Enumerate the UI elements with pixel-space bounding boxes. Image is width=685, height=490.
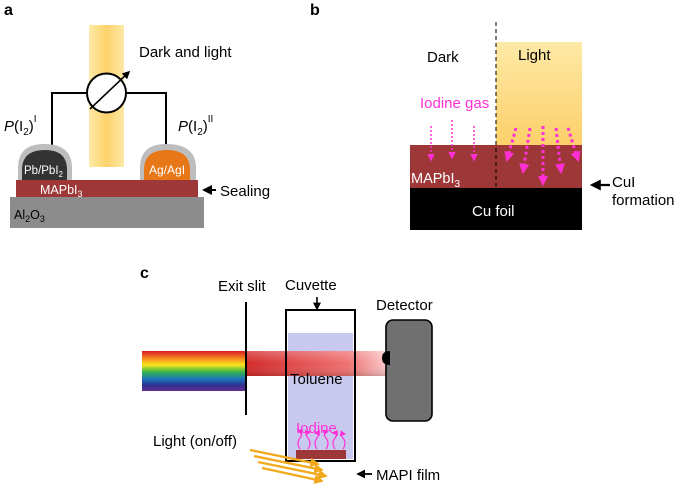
light-ray-arrow xyxy=(257,460,328,480)
right-electrode xyxy=(144,150,190,180)
wire-left xyxy=(51,92,87,152)
sealing-label: Sealing xyxy=(220,183,270,200)
film-label: MAPbI3 xyxy=(40,183,83,199)
light-ray-arrow xyxy=(249,448,320,468)
panel-a-label: a xyxy=(4,2,13,19)
dark-label: Dark xyxy=(427,49,459,66)
panel-b: b Dark Light MAPbI3 Cu foil Iodine gas C… xyxy=(310,2,675,230)
light-label: Light xyxy=(518,47,551,64)
film-label-b: MAPbI3 xyxy=(411,171,461,190)
detector-aperture xyxy=(382,351,390,365)
wire-right xyxy=(126,92,167,152)
panel-c: c Exit slit Cuvette Detector Toluene Iod… xyxy=(140,265,440,485)
light-on-off-label: Light (on/off) xyxy=(153,433,237,450)
iodine-release-arrows xyxy=(296,429,347,450)
iodine-release-arrow xyxy=(331,430,338,450)
dark-gas-arrows xyxy=(427,120,478,162)
panel-a: a Dark and light P(I2)I P(I2)II Pb/PbI2 … xyxy=(4,2,270,228)
light-ray-arrow xyxy=(261,466,324,485)
detector xyxy=(385,319,433,422)
rainbow-light xyxy=(142,351,247,391)
panel-c-label: c xyxy=(140,265,149,282)
right-pressure-label: P(I2)II xyxy=(178,114,213,138)
incident-light-arrows xyxy=(249,448,328,485)
panel-b-label: b xyxy=(310,2,320,19)
left-electrode-label: Pb/PbI2 xyxy=(24,165,64,179)
light-ray-arrow xyxy=(253,454,324,474)
al2o3-substrate xyxy=(10,197,204,228)
right-electrode-label: Ag/AgI xyxy=(149,163,185,177)
iodine-release-arrow xyxy=(339,430,347,450)
iodine-release-arrow xyxy=(304,429,312,450)
detector-label: Detector xyxy=(376,297,433,314)
left-electrode xyxy=(22,150,67,180)
cu-foil xyxy=(410,188,582,230)
light-gas-arrow xyxy=(519,127,532,175)
iodine-release-arrow xyxy=(296,429,304,450)
substrate-label: Al2O3 xyxy=(14,208,45,224)
iodine-release-arrow xyxy=(322,429,330,450)
cuvette-label: Cuvette xyxy=(285,277,337,294)
iodine-gas-label: Iodine gas xyxy=(420,95,489,112)
light-region xyxy=(496,42,582,145)
mapbi3-film-b xyxy=(410,145,582,188)
foil-label: Cu foil xyxy=(472,203,515,220)
left-pressure-label: P(I2)I xyxy=(4,114,37,138)
toluene-label: Toluene xyxy=(290,371,343,388)
light-gas-arrow xyxy=(554,127,566,175)
iodine-release-arrow xyxy=(313,430,320,450)
mapi-film-label: MAPI film xyxy=(376,467,440,484)
exit-slit-label: Exit slit xyxy=(218,278,266,295)
meter-label: Dark and light xyxy=(139,44,232,61)
light-gas-arrows xyxy=(504,126,581,187)
light-beam-shade xyxy=(247,351,391,376)
mapbi3-film xyxy=(16,180,198,197)
meter-needle-arrow xyxy=(89,70,131,110)
mapi-film xyxy=(296,450,346,459)
